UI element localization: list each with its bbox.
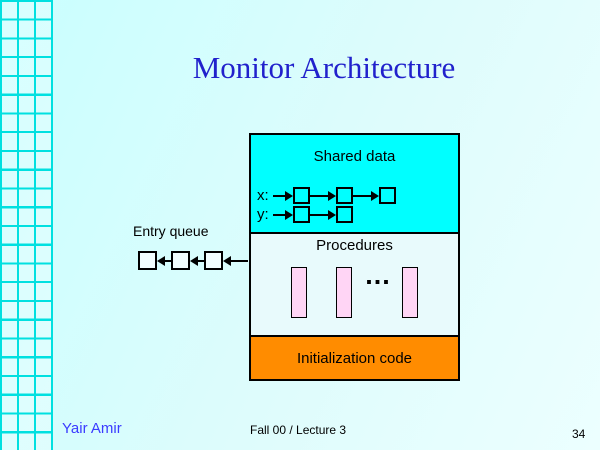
arrow-line [310,194,328,197]
list-node-box [336,187,353,204]
arrow-left-icon [157,255,165,266]
shared-data-section: Shared data x: y: [251,135,458,232]
arrow-line [273,194,285,197]
footer-author: Yair Amir [62,420,122,437]
procedure-bar [336,267,352,318]
ellipsis: ... [365,260,391,290]
arrow-line [353,194,371,197]
queue-node-box [138,251,157,270]
arrow-left-icon [223,255,231,266]
y-variable-label: y: [257,206,269,223]
procedure-bar [291,267,307,318]
entry-queue-label: Entry queue [133,223,209,239]
arrow-line [198,259,204,262]
arrow-right-icon [285,209,293,220]
arrow-line [165,259,171,262]
list-node-box [293,187,310,204]
queue-node-box [204,251,223,270]
list-node-box [336,206,353,223]
slide-title: Monitor Architecture [192,50,456,85]
page-number: 34 [572,427,586,441]
arrow-right-icon [285,190,293,201]
procedures-label: Procedures [316,237,393,254]
y-linked-list: y: [257,205,353,224]
x-variable-label: x: [257,187,269,204]
arrow-right-icon [371,190,379,201]
procedures-section: Procedures ... [251,232,458,335]
initialization-label: Initialization code [296,349,413,367]
footer-course: Fall 00 / Lecture 3 [250,423,347,437]
initialization-section: Initialization code [251,335,458,379]
list-node-box [379,187,396,204]
arrow-line [273,213,285,216]
queue-node-box [171,251,190,270]
decorative-grid [0,0,53,450]
list-node-box [293,206,310,223]
procedure-bar [402,267,418,318]
x-linked-list: x: [257,186,396,205]
arrow-right-icon [328,190,336,201]
arrow-right-icon [328,209,336,220]
arrow-line [231,259,248,262]
arrow-line [310,213,328,216]
arrow-left-icon [190,255,198,266]
monitor-box: Shared data x: y: Procedures ... Initial… [249,133,460,381]
shared-data-label: Shared data [313,148,396,165]
entry-queue-list [138,251,248,270]
